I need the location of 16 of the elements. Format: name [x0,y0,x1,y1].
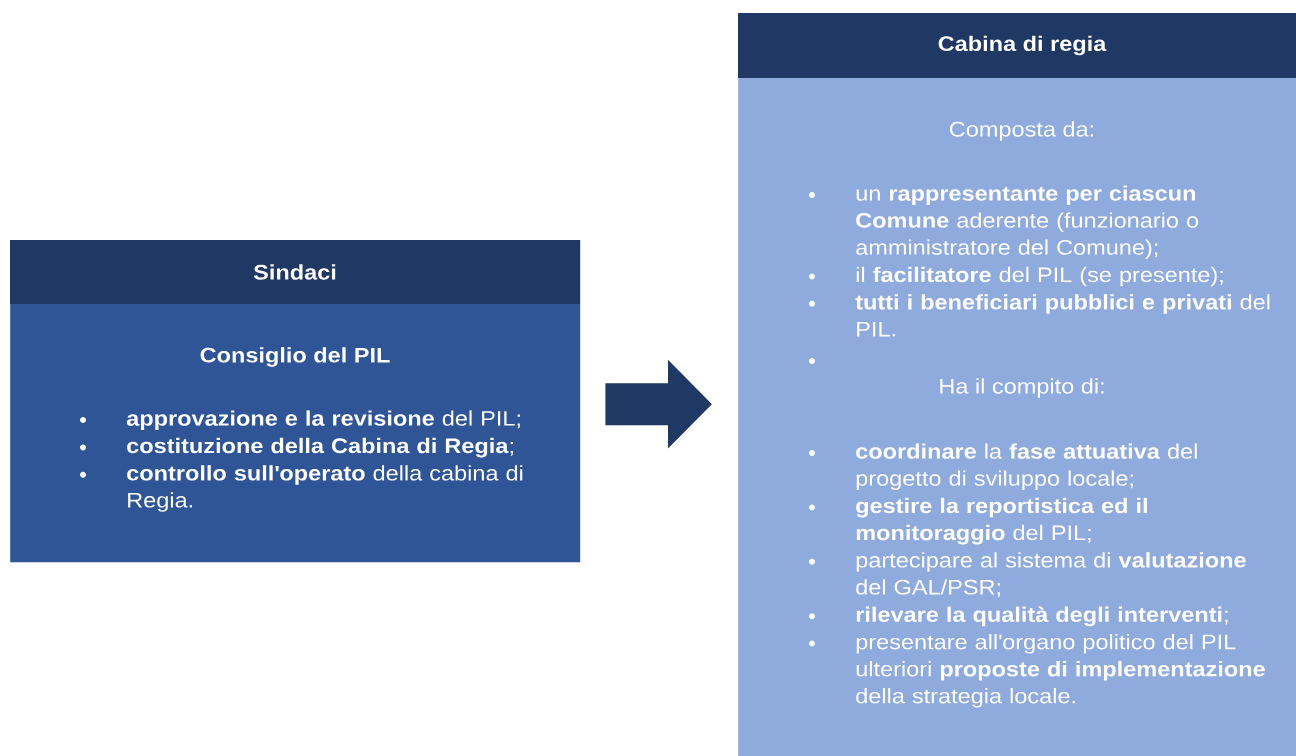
bullet-item: costituzione della Cabina di Regia; [80,437,513,458]
bullet-item: approvazione e la revisione del PIL; [80,410,520,430]
header-bar: Sindaci [10,240,580,304]
bullet-item: rilevare la qualità degli interventi; [809,606,1228,627]
bullet-item: il facilitatore del PIL (se presente); [809,266,1223,287]
section-heading: Consiglio del PIL [200,347,390,367]
bullet-item: coordinare la fase attuativa del progetto di sviluppo locale; [809,443,1197,490]
section-heading: Composta da: [950,121,1094,141]
bullet-item: partecipare al sistema di valutazione del GAL/PSR; [809,552,1246,598]
header-bar: Cabina di regia [738,13,1296,78]
bullet-item: un rappresentante per ciascun Comune aderente (funzionario o amministratore del Comune); [809,185,1199,259]
bullet-item: controllo sull'operato della cabina di Regia. [80,465,523,512]
bullet-item: tutti i beneficiari pubblici e privati del PIL. [809,294,1270,337]
bullet-item: gestire la reportistica ed il monitoraggio del PIL; [809,497,1147,545]
bullet-item: presentare all'organo politico del PIL ulteriori proposte di implementazione della strategia locale. [809,634,1265,708]
section-heading: Ha il compito di: [940,378,1104,398]
